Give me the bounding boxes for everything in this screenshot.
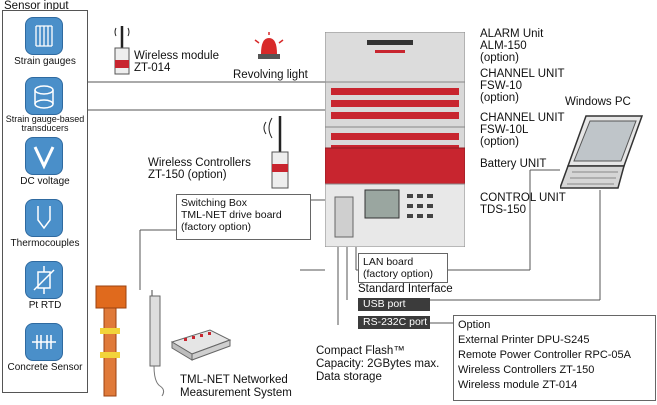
tml-net-sensor-devices — [94, 282, 174, 400]
revolving-light-label: Revolving light — [233, 69, 308, 81]
sensor-label-concrete: Concrete Sensor — [7, 362, 83, 373]
alarm-unit-label: ALARM Unit ALM-150 (option) — [480, 28, 544, 64]
windows-pc-label: Windows PC — [565, 96, 631, 108]
laptop-icon — [560, 112, 644, 192]
wireless-module-label: Wireless module ZT-014 — [134, 50, 219, 74]
switching-box: Switching Box TML-NET drive board (facto… — [176, 194, 311, 240]
usb-port-label: USB port — [358, 298, 430, 311]
sensor-label-dc-voltage: DC voltage — [20, 176, 70, 187]
standard-interface-label: Standard Interface — [358, 283, 453, 295]
channel-unit-1-label: CHANNEL UNIT FSW-10 (option) — [480, 68, 565, 104]
sensor-panel-title: Sensor input — [4, 0, 69, 12]
tml-net-module-icon — [170, 328, 232, 362]
transducer-icon — [25, 77, 63, 115]
sensor-label-transducers: Strain gauge-based transducers — [5, 114, 85, 133]
thermocouple-icon — [25, 199, 63, 237]
tml-net-label: TML-NET Networked Measurement System — [180, 374, 292, 399]
compact-flash-label: Compact Flash™ Capacity: 2GBytes max. Da… — [316, 345, 440, 383]
dc-voltage-icon — [25, 137, 63, 175]
revolving-light-icon — [253, 32, 285, 62]
rs232c-port-label: RS-232C port — [358, 316, 430, 329]
control-unit-label: CONTROL UNIT TDS-150 — [480, 192, 566, 216]
wireless-module-device — [112, 22, 132, 82]
wireless-controllers-label: Wireless Controllers ZT-150 (option) — [148, 157, 251, 181]
lan-board-box: LAN board (factory option) — [358, 253, 448, 283]
sensor-label-thermocouples: Thermocouples — [10, 238, 80, 249]
battery-unit-label: Battery UNIT — [480, 158, 547, 170]
channel-unit-2-label: CHANNEL UNIT FSW-10L (option) — [480, 112, 565, 148]
option-box: Option External Printer DPU-S245 Remote … — [453, 315, 656, 401]
sensor-label-strain-gauges: Strain gauges — [14, 56, 76, 67]
wireless-controller-device — [262, 112, 292, 192]
concrete-sensor-icon — [25, 323, 63, 361]
sensor-label-pt-rtd: Pt RTD — [28, 300, 62, 311]
sensor-panel: Strain gauges Strain gauge-based transdu… — [2, 10, 88, 393]
pt-rtd-icon — [25, 261, 63, 299]
strain-gauge-icon — [25, 17, 63, 55]
instrument-stack — [325, 32, 465, 247]
